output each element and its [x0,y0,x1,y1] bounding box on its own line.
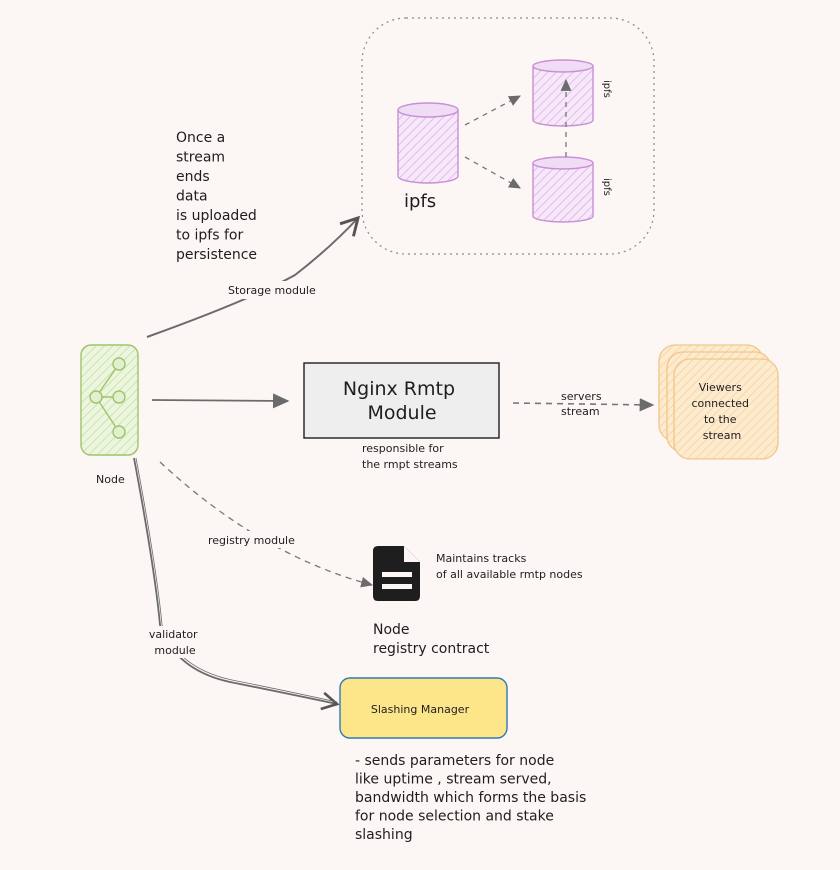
nginx-note: responsible for the rmpt streams [362,442,458,471]
slashing-note: - sends parameters for node like uptime … [355,753,591,843]
ipfs-node-top-database-icon [532,59,594,127]
nginx-rtmp-module-box[interactable] [303,362,500,439]
node-label: Node [96,473,125,486]
ipfs-node-bottom-database-icon [532,156,594,223]
registry-module-label: registry module [208,534,295,547]
ipfs-node-bottom-label: ipfs [601,178,612,196]
slashing-manager-label: Slashing Manager [371,703,470,716]
node-to-nginx-arrow [151,393,290,409]
validator-module-label: validator module [149,628,201,657]
registry-note: Maintains tracks of all available rmtp n… [436,552,583,581]
registry-contract-label: Node registry contract [373,622,490,657]
nginx-rtmp-module-title: Nginx Rmtp Module [343,378,461,424]
validator-module-arrow [133,457,340,711]
storage-note: Once a stream ends data is uploaded to i… [176,130,261,263]
node-icon[interactable] [80,344,139,456]
storage-module-label: Storage module [228,284,316,297]
ipfs-to-node-bottom-arrow [464,156,521,189]
servers-stream-arrow [512,398,655,412]
registry-module-arrow [159,461,374,588]
ipfs-to-node-top-arrow [464,95,521,126]
viewers-group[interactable] [658,344,779,460]
ipfs-node-top-label: ipfs [601,80,612,98]
ipfs-cluster-boundary [361,17,655,255]
servers-stream-label: servers stream [561,390,605,418]
registry-contract-document-icon [373,546,420,601]
viewers-label: Viewers connected to the stream [691,381,752,442]
slashing-manager-box[interactable] [339,677,508,739]
ipfs-main-database-icon [397,102,459,184]
storage-module-arrow [146,215,361,338]
ipfs-label: ipfs [404,191,436,212]
